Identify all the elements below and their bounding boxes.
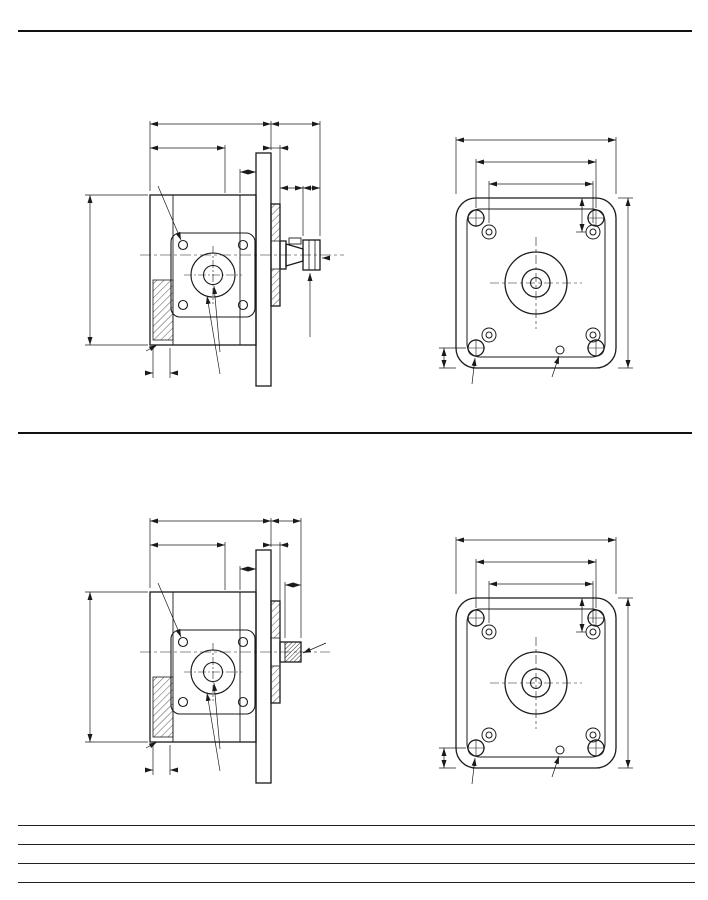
size-header	[380, 806, 443, 826]
size-header	[191, 806, 254, 826]
size-header	[128, 806, 191, 826]
dimension-lines	[85, 121, 330, 378]
table-cell	[317, 825, 380, 845]
dimensions-table	[18, 806, 695, 883]
table-cell	[191, 825, 254, 845]
hatching	[152, 600, 281, 738]
row-label	[18, 825, 128, 845]
center-marks	[467, 209, 605, 357]
table-cell	[191, 863, 254, 883]
table-cell	[380, 863, 443, 883]
table-cell	[632, 825, 695, 845]
table-cell	[254, 844, 317, 864]
row-label	[18, 844, 128, 864]
table-cell	[443, 825, 506, 845]
table-cell	[317, 863, 380, 883]
size-header	[254, 806, 317, 826]
table-row-F	[18, 844, 695, 864]
table-cell	[506, 863, 569, 883]
size-header	[317, 806, 380, 826]
table-cell	[569, 844, 632, 864]
table-header-label	[18, 806, 128, 826]
front-view-drawing-1	[439, 137, 633, 385]
table-cell	[317, 844, 380, 864]
dimension-lines	[439, 537, 633, 785]
table-cell	[128, 825, 191, 845]
table-row-E	[18, 825, 695, 845]
dimension-lines	[439, 137, 633, 385]
side-view-drawing-tapered	[85, 121, 344, 387]
hatching	[152, 203, 281, 341]
table-cell	[443, 863, 506, 883]
table-cell	[128, 844, 191, 864]
table-cell	[632, 863, 695, 883]
table-cell	[380, 825, 443, 845]
flange-outline	[455, 597, 617, 769]
table-cell	[191, 844, 254, 864]
section2-rule	[18, 432, 692, 434]
table-cell	[254, 863, 317, 883]
table-cell	[632, 844, 695, 864]
port-face	[170, 629, 256, 715]
table-header-row	[18, 806, 695, 826]
table-cell	[506, 844, 569, 864]
row-label	[18, 863, 128, 883]
size-header	[569, 806, 632, 826]
table-cell	[506, 825, 569, 845]
center-marks	[467, 609, 605, 757]
section1-rule	[18, 30, 692, 32]
front-view-drawing-2	[439, 537, 633, 785]
side-view-drawing-spline	[85, 518, 330, 784]
table-cell	[128, 863, 191, 883]
dimension-lines	[85, 518, 327, 775]
size-header	[443, 806, 506, 826]
size-header	[506, 806, 569, 826]
table-cell	[443, 844, 506, 864]
table-cell	[380, 844, 443, 864]
pump-outline	[149, 549, 302, 784]
port-face	[170, 232, 256, 318]
table-cell	[569, 825, 632, 845]
flange-outline	[455, 197, 617, 369]
table-cell	[569, 863, 632, 883]
table-row-weight	[18, 863, 695, 883]
size-header	[632, 806, 695, 826]
table-cell	[254, 825, 317, 845]
